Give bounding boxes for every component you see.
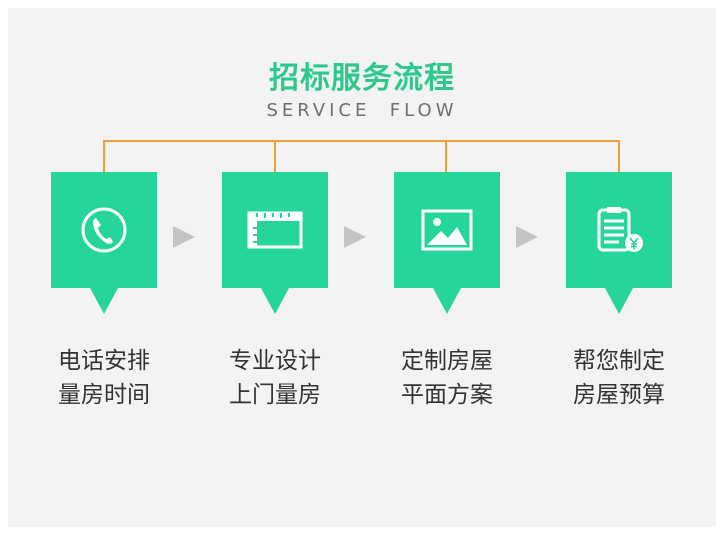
arrow-right-icon (516, 226, 538, 248)
step-card-2 (222, 172, 328, 317)
step-1 (51, 172, 157, 317)
step-4 (566, 172, 672, 317)
ruler-icon (247, 211, 303, 249)
step-label-2-line-1: 专业设计 (229, 348, 321, 374)
step-card-1 (51, 172, 157, 317)
budget-clipboard-icon (597, 207, 643, 252)
step-label-4-line-2: 房屋预算 (573, 382, 665, 408)
step-label-3-line-1: 定制房屋 (401, 348, 493, 374)
step-label-1-line-1: 电话安排 (58, 348, 150, 374)
step-label-3-line-2: 平面方案 (401, 382, 493, 408)
step-label-2-line-2: 上门量房 (229, 382, 321, 408)
step-label-4-line-1: 帮您制定 (573, 348, 665, 374)
page-subtitle: SERVICE FLOW (266, 100, 458, 121)
step-label-1: 电话安排 量房时间 (34, 344, 174, 412)
image-icon (421, 209, 473, 251)
step-label-4: 帮您制定 房屋预算 (549, 344, 689, 412)
step-card-4 (566, 172, 672, 317)
arrow-right-icon (173, 226, 195, 248)
arrow-right-icon (344, 226, 366, 248)
step-label-2: 专业设计 上门量房 (205, 344, 345, 412)
step-2 (222, 172, 328, 317)
step-card-3 (394, 172, 500, 317)
step-label-1-line-2: 量房时间 (58, 382, 150, 408)
step-label-3: 定制房屋 平面方案 (377, 344, 517, 412)
page-title: 招标服务流程 (269, 61, 455, 96)
phone-icon (81, 207, 127, 253)
step-3 (394, 172, 500, 317)
